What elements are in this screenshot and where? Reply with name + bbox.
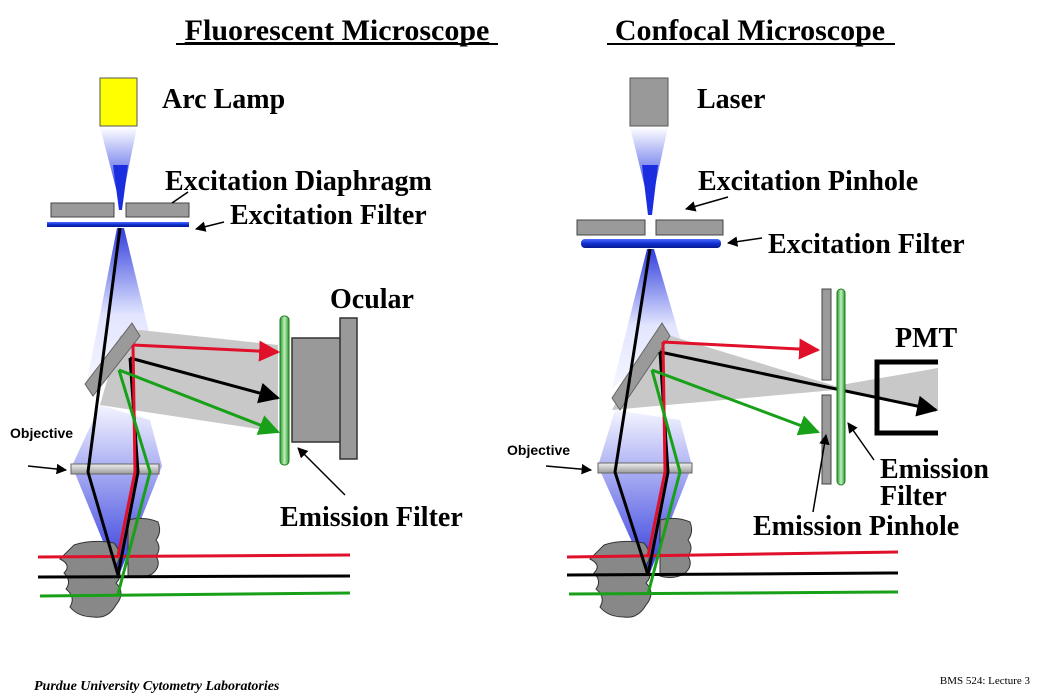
objective-pointer — [27, 463, 68, 475]
sample-right-cluster — [127, 517, 161, 579]
sample-left-cluster — [59, 540, 122, 618]
ocular-label: Ocular — [330, 284, 414, 315]
footer-course: BMS 524: Lecture 3 — [940, 675, 1031, 687]
diaphragm-pointer — [171, 191, 189, 204]
confocal-dichroic-mirror — [611, 322, 671, 411]
emission-filter-pointer-confocal — [847, 422, 875, 461]
excitation-diaphragm-left-plate — [50, 202, 115, 218]
emission-ray-focal — [129, 356, 281, 404]
emission-filter-label: Emission Filter — [280, 502, 463, 533]
confocal-excitation-filter-pointer — [726, 236, 763, 247]
confocal-sample-plane-black — [566, 571, 899, 577]
red-ray-to-ocular — [132, 340, 281, 362]
excitation-filter-pointer — [194, 221, 225, 232]
green-ray-to-ocular — [118, 368, 280, 435]
confocal-red-ray-path — [646, 341, 667, 557]
confocal-sample-left-cluster — [589, 540, 652, 618]
confocal-objective-pointer — [545, 463, 593, 475]
confocal-excitation-beam — [612, 249, 680, 388]
sample-plane-black — [37, 574, 351, 579]
emission-beam-to-ocular — [100, 330, 278, 432]
emission-filter-pointer — [297, 447, 346, 496]
arc-lamp-icon — [99, 77, 138, 127]
excitation-pinhole-pointer — [684, 196, 729, 212]
excitation-filter-bar — [47, 222, 189, 227]
arc-lamp-label: Arc Lamp — [162, 84, 285, 115]
confocal-objective-beam-cone — [598, 410, 692, 578]
emission-filter-label-line1: Emission — [880, 454, 989, 485]
lamp-beam-cone — [100, 127, 137, 200]
sample-plane-red — [37, 553, 351, 559]
laser-icon — [629, 77, 669, 127]
ocular-eyepiece — [339, 317, 358, 460]
emission-filter-bar — [279, 315, 290, 466]
excitation-filter-label: Excitation Filter — [230, 200, 427, 231]
confocal-microscope: Laser Excitation Pinhole Excitation Filt… — [507, 77, 989, 618]
ocular-body — [291, 337, 343, 443]
laser-beam-focus — [642, 165, 658, 215]
confocal-sample-plane-red — [566, 550, 899, 559]
fluorescent-title: Fluorescent Microscope — [185, 14, 490, 47]
confocal-green-ray-path — [646, 369, 682, 595]
confocal-red-ray-blocked — [662, 338, 821, 360]
confocal-emission-filter-bar — [836, 288, 846, 486]
excitation-pinhole-left-plate — [576, 219, 646, 236]
emission-pinhole-bottom-plate — [821, 394, 832, 485]
pmt-label: PMT — [895, 323, 958, 354]
excitation-diaphragm-label: Excitation Diaphragm — [165, 166, 432, 197]
lamp-beam-focus — [113, 165, 128, 210]
confocal-sample-plane-green — [568, 590, 899, 596]
objective-label: Objective — [10, 425, 73, 441]
emission-filter-label-line2: Filter — [880, 481, 947, 512]
confocal-green-ray-blocked — [651, 368, 820, 436]
footer-institution: Purdue University Cytometry Laboratories — [34, 679, 280, 694]
confocal-emission-beam — [612, 335, 938, 410]
confocal-sample-right-cluster — [659, 517, 693, 579]
laser-label: Laser — [697, 84, 765, 115]
excitation-pinhole-label: Excitation Pinhole — [698, 166, 918, 197]
confocal-objective-lens — [597, 462, 693, 474]
emission-pinhole-top-plate — [821, 288, 832, 381]
objective-lens — [70, 463, 160, 475]
fluorescent-microscope: Arc Lamp Excitation Diaphragm Excitation… — [10, 77, 463, 618]
green-ray-path — [116, 369, 152, 595]
confocal-excitation-filter-label: Excitation Filter — [768, 229, 965, 260]
confocal-emission-ray-focal — [659, 350, 939, 417]
dichroic-mirror — [84, 322, 141, 397]
objective-beam-cone — [72, 405, 162, 578]
confocal-title: Confocal Microscope — [615, 14, 885, 47]
emission-pinhole-pointer — [812, 433, 830, 513]
pmt-detector-icon — [874, 359, 938, 436]
excitation-diaphragm-right-plate — [125, 202, 190, 218]
emission-pinhole-label: Emission Pinhole — [753, 511, 959, 542]
sample-plane-green — [39, 591, 351, 598]
laser-beam-cone — [630, 127, 668, 200]
confocal-excitation-filter-bar — [581, 239, 721, 248]
confocal-objective-label: Objective — [507, 442, 570, 458]
excitation-pinhole-right-plate — [655, 219, 724, 236]
red-ray-path — [116, 344, 137, 557]
